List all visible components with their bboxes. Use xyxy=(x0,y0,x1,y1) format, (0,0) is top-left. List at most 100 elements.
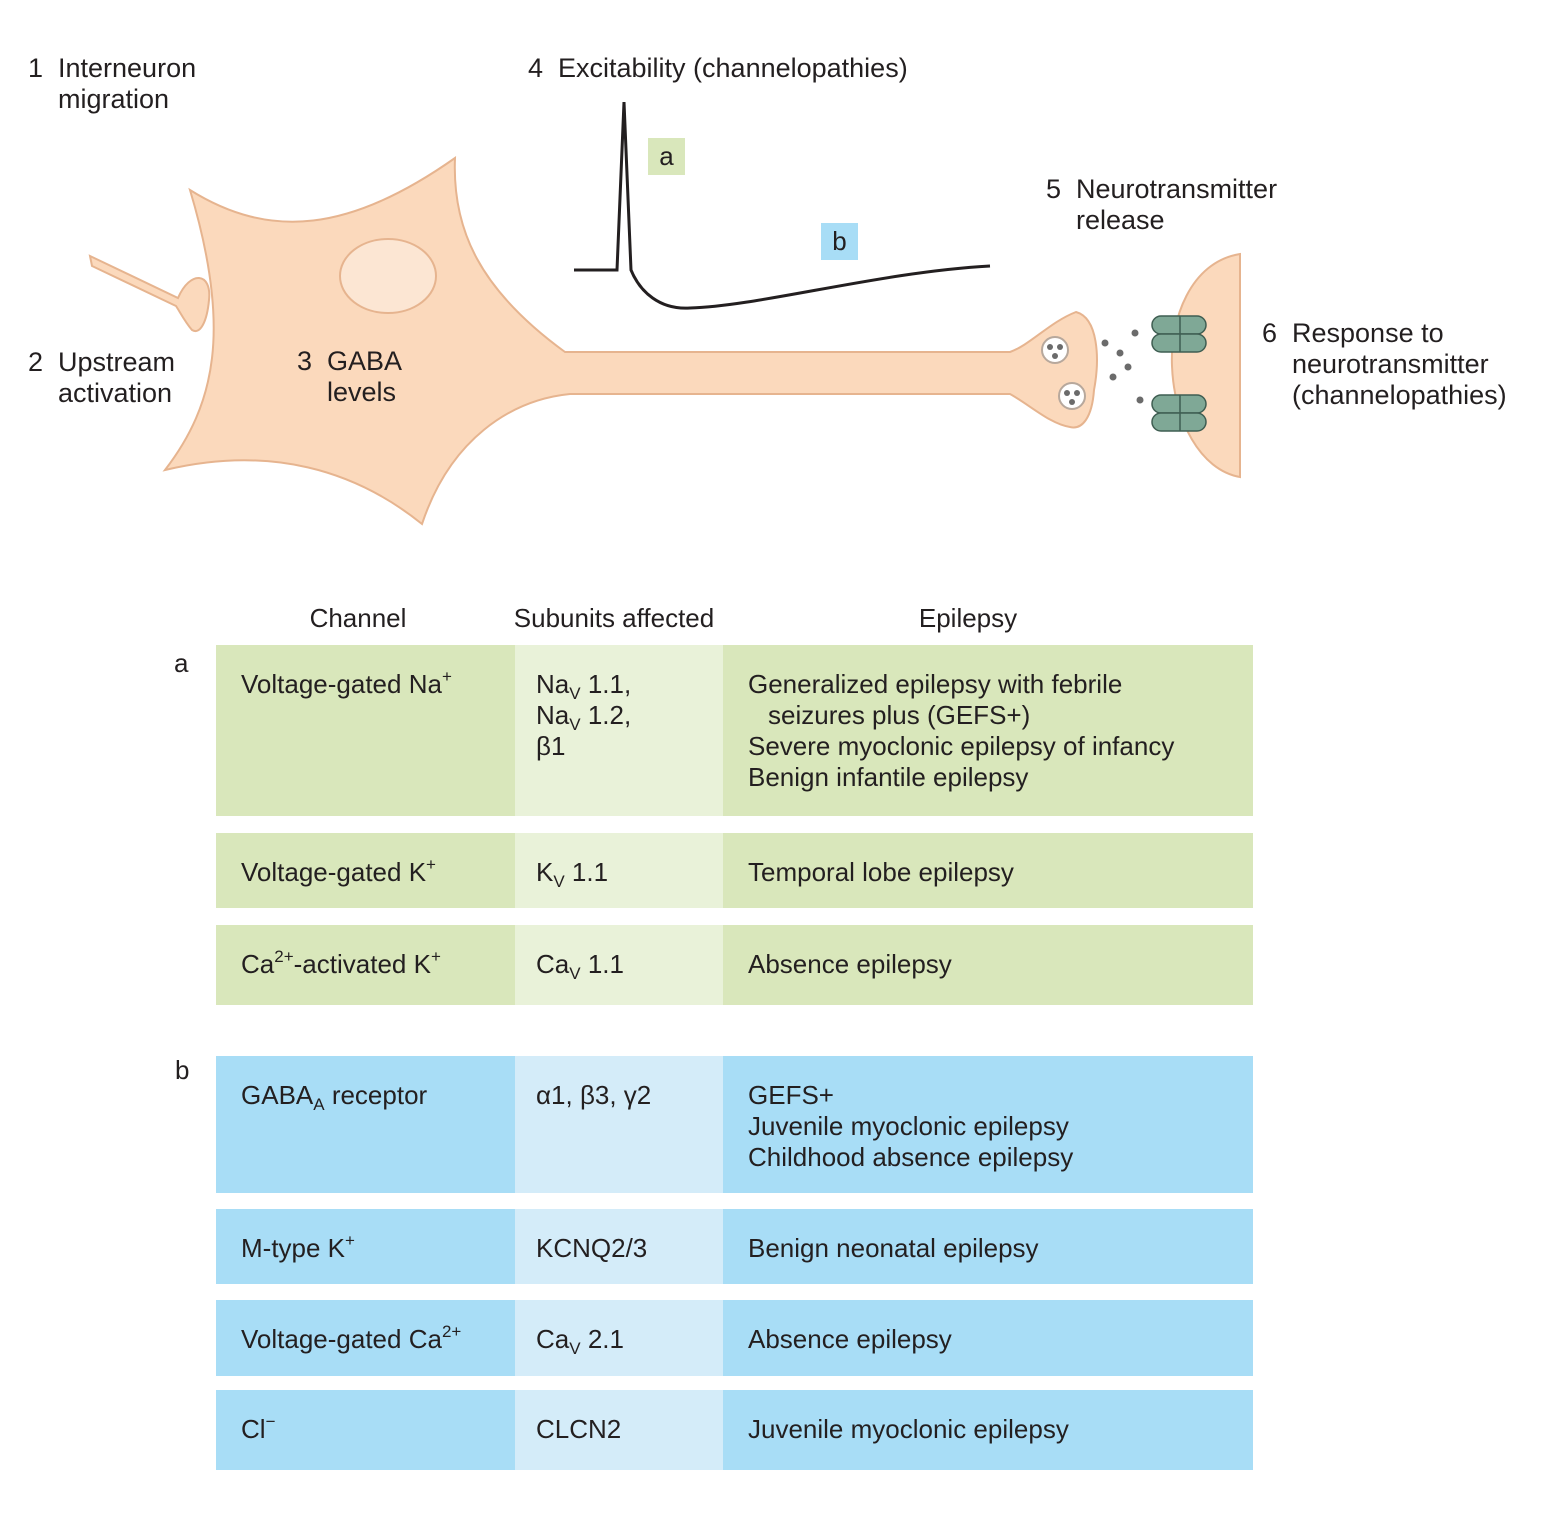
epilepsy-line: Generalized epilepsy with febrile xyxy=(748,669,1123,699)
epilepsy-cell: Absence epilepsy xyxy=(723,925,1253,1005)
subunit-rest: 1.1 xyxy=(580,949,624,979)
subunit-subscript: V xyxy=(569,684,581,703)
label-line: Interneuron xyxy=(58,53,197,83)
channel-cell: Voltage-gated K+ xyxy=(216,833,515,908)
epilepsy-line: Absence epilepsy xyxy=(748,949,952,979)
label-number: 2 xyxy=(28,347,44,377)
label-line: Excitability (channelopathies) xyxy=(558,53,908,83)
channel-name: -activated K xyxy=(293,949,431,979)
label-line: neurotransmitter xyxy=(1292,349,1489,379)
table-row: Voltage-gated K+ KV 1.1 Temporal lobe ep… xyxy=(216,833,1253,908)
subunits-cell: CLCN2 xyxy=(515,1390,723,1470)
subunit-line: NaV 1.1, xyxy=(536,669,723,703)
table-row: Cl− CLCN2 Juvenile myoclonic epilepsy xyxy=(216,1390,1253,1470)
epilepsy-cell: Absence epilepsy xyxy=(723,1300,1253,1376)
epilepsy-cell: GEFS+ Juvenile myoclonic epilepsy Childh… xyxy=(723,1056,1253,1193)
label-number: 3 xyxy=(297,346,313,376)
channel-superscript: + xyxy=(430,947,441,966)
subunit-base: Ca xyxy=(536,1324,570,1354)
label-line: Upstream xyxy=(58,347,176,377)
label-line: (channelopathies) xyxy=(1292,380,1507,410)
channel-superscript: 2+ xyxy=(441,1322,462,1341)
receptor-bottom xyxy=(1151,394,1207,432)
table-row: M-type K+ KCNQ2/3 Benign neonatal epilep… xyxy=(216,1209,1253,1284)
subunit-base: Na xyxy=(536,669,570,699)
subunit-rest: 1.1 xyxy=(564,857,609,887)
epilepsy-line: Temporal lobe epilepsy xyxy=(748,857,1014,887)
label-line: Response to xyxy=(1292,318,1444,348)
subunits-cell: NaV 1.1, NaV 1.2, β1 xyxy=(515,645,723,816)
epilepsy-line: Benign neonatal epilepsy xyxy=(748,1233,1039,1263)
neurotransmitter-dots xyxy=(1101,329,1144,404)
channel-name: Voltage-gated Ca xyxy=(241,1324,442,1354)
subunit-base: Na xyxy=(536,700,570,730)
subunit-base: α1, β3, γ2 xyxy=(536,1080,652,1110)
channel-name: GABA xyxy=(241,1080,314,1110)
subunits-cell: α1, β3, γ2 xyxy=(515,1056,723,1193)
channel-superscript: + xyxy=(345,1231,355,1250)
epilepsy-line: Benign infantile epilepsy xyxy=(748,762,1029,792)
label-line: migration xyxy=(58,84,170,114)
channel-cell: M-type K+ xyxy=(216,1209,515,1284)
channel-superscript: − xyxy=(265,1412,276,1431)
trace-tag-a-box xyxy=(648,138,685,175)
epilepsy-cell: Temporal lobe epilepsy xyxy=(723,833,1253,908)
channel-cell: Cl− xyxy=(216,1390,515,1470)
channel-prefix-superscript: 2+ xyxy=(274,947,294,966)
channel-cell: GABAA receptor xyxy=(216,1056,515,1193)
vesicle-top xyxy=(1041,336,1069,364)
epilepsy-cell: Generalized epilepsy with febrile seizur… xyxy=(723,645,1253,816)
subunit-rest: 1.2, xyxy=(580,700,632,730)
label-line: release xyxy=(1076,205,1165,235)
label-line: Neurotransmitter xyxy=(1076,174,1278,204)
subunits-cell: KV 1.1 xyxy=(515,833,723,908)
channel-name: Cl xyxy=(241,1414,266,1444)
epilepsy-line: Absence epilepsy xyxy=(748,1324,952,1354)
epilepsy-line: Childhood absence epilepsy xyxy=(748,1142,1074,1172)
channel-subscript: A xyxy=(313,1095,325,1114)
channel-cell: Voltage-gated Ca2+ xyxy=(216,1300,515,1376)
channel-prefix: Ca xyxy=(241,949,275,979)
label-excitability: 4 Excitability (channelopathies) xyxy=(528,53,908,84)
subunits-cell: CaV 2.1 xyxy=(515,1300,723,1376)
column-header-channel: Channel xyxy=(309,603,407,633)
receptor-top xyxy=(1151,315,1207,353)
label-number: 1 xyxy=(28,53,44,83)
label-line: GABA xyxy=(327,346,403,376)
label-gaba-levels: 3 GABA levels xyxy=(297,346,402,408)
channel-superscript: + xyxy=(441,667,452,686)
subunit-base: Ca xyxy=(536,949,570,979)
subunit-base: KCNQ2/3 xyxy=(536,1233,648,1263)
label-number: 4 xyxy=(528,53,544,83)
neuron-diagram xyxy=(88,101,1241,526)
table-row: Voltage-gated Ca2+ CaV 2.1 Absence epile… xyxy=(216,1300,1253,1376)
channel-cell: Voltage-gated Na+ xyxy=(216,645,515,816)
subunit-rest: 2.1 xyxy=(580,1324,624,1354)
epilepsy-cell: Juvenile myoclonic epilepsy xyxy=(723,1390,1253,1470)
channel-suffix: receptor xyxy=(324,1080,428,1110)
label-interneuron-migration: 1 Interneuron migration xyxy=(28,53,196,115)
action-potential-trace xyxy=(574,101,991,310)
subunit-line: NaV 1.2, xyxy=(536,700,723,734)
epilepsy-cell: Benign neonatal epilepsy xyxy=(723,1209,1253,1284)
subunit-subscript: V xyxy=(553,872,565,891)
label-response-to-neurotransmitter: 6 Response to neurotransmitter (channelo… xyxy=(1262,318,1507,411)
nucleus xyxy=(339,238,437,314)
group-letter-a: a xyxy=(174,648,189,678)
epilepsy-line: GEFS+ xyxy=(748,1080,834,1110)
label-line: levels xyxy=(327,377,397,407)
label-number: 6 xyxy=(1262,318,1278,348)
subunit-subscript: V xyxy=(569,715,581,734)
channel-cell: Ca2+-activated K+ xyxy=(216,925,515,1005)
vesicle-bottom xyxy=(1058,382,1086,410)
label-line: activation xyxy=(58,378,173,408)
table-row: Voltage-gated Na+ NaV 1.1, NaV 1.2, β1 G… xyxy=(216,645,1253,816)
subunits-cell: CaV 1.1 xyxy=(515,925,723,1005)
trace-tag-b: b xyxy=(832,226,847,256)
subunit-subscript: V xyxy=(569,1339,581,1358)
trace-tag-b-box xyxy=(821,223,858,260)
epilepsy-line: Juvenile myoclonic epilepsy xyxy=(748,1414,1069,1444)
epilepsy-line: Severe myoclonic epilepsy of infancy xyxy=(748,731,1175,761)
channel-name: Voltage-gated K xyxy=(241,857,427,887)
label-neurotransmitter-release: 5 Neurotransmitter release xyxy=(1046,174,1277,236)
